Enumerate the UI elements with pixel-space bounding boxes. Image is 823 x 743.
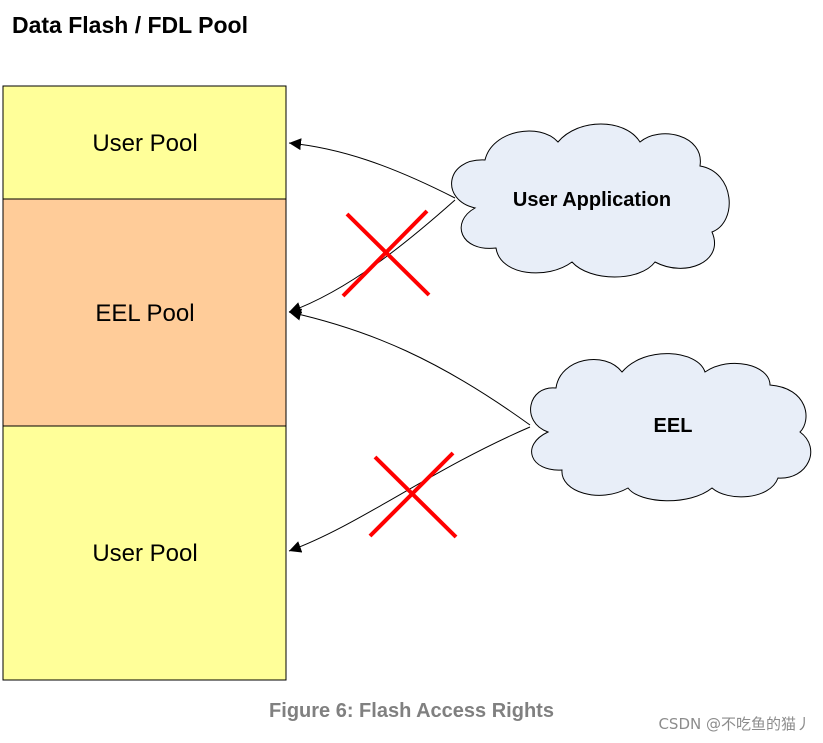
eel-pool-label: EEL Pool xyxy=(95,300,194,327)
eel-cloud: EEL xyxy=(530,353,812,502)
eel-pool-block xyxy=(2,198,287,427)
watermark: CSDN @不吃鱼的猫丿 xyxy=(658,715,811,733)
diagram-title: Data Flash / FDL Pool xyxy=(12,12,248,38)
user-application-cloud: User Application xyxy=(451,123,730,278)
denied-cross-lower xyxy=(368,451,458,539)
user-pool-top-block xyxy=(2,85,287,200)
arrow-eel-to-eel-pool xyxy=(288,308,531,426)
user-pool-bottom-block xyxy=(2,425,287,681)
user-application-label: User Application xyxy=(513,189,671,211)
user-pool-bottom-label: User Pool xyxy=(92,540,197,567)
figure-caption: Figure 6: Flash Access Rights xyxy=(269,700,554,722)
arrow-user-app-to-eel-pool xyxy=(288,199,456,314)
eel-label: EEL xyxy=(654,415,693,437)
user-pool-top-label: User Pool xyxy=(92,130,197,157)
denied-cross-upper xyxy=(341,209,431,298)
arrow-user-app-to-top-user-pool xyxy=(288,138,456,199)
arrow-eel-to-bottom-user-pool xyxy=(288,426,531,553)
